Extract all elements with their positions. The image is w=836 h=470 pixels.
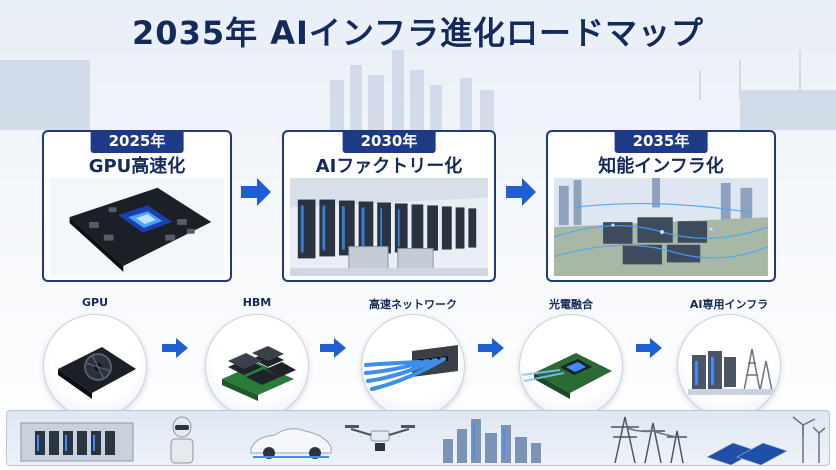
tech-label: GPU xyxy=(81,296,109,309)
stage-2025: 2025年 GPU高速化 xyxy=(42,130,232,282)
arrow-right-icon xyxy=(320,338,346,358)
tech-circle xyxy=(361,314,465,418)
tech-photonics: 光電融合 xyxy=(510,296,632,418)
car-icon xyxy=(250,428,332,459)
tech-circle xyxy=(519,314,623,418)
drone-icon xyxy=(345,425,415,451)
tech-ai-infra: AI専用インフラ xyxy=(668,296,790,418)
memory-stack-icon xyxy=(222,346,296,401)
stage-label: 知能インフラ化 xyxy=(598,156,724,177)
city-icon xyxy=(443,419,541,463)
arrow-right-icon xyxy=(506,178,536,206)
stage-2035: 2035年 知能インフラ化 xyxy=(546,130,776,282)
year-badge: 2030年 xyxy=(342,132,436,153)
network-switch-icon xyxy=(364,345,458,391)
gpu-card-icon xyxy=(58,347,136,399)
tech-label: 高速ネットワーク xyxy=(369,298,457,311)
tech-label: AI専用インフラ xyxy=(689,298,769,311)
tech-circle xyxy=(677,314,781,418)
tech-hbm: HBM xyxy=(196,296,318,418)
robot-icon xyxy=(170,416,194,464)
gpu-board-icon xyxy=(50,178,224,276)
page-title: 2035年 AIインフラ進化ロードマップ xyxy=(132,14,704,52)
stage-label: GPU高速化 xyxy=(88,156,186,177)
power-tower-icon xyxy=(611,416,687,464)
tech-label: HBM xyxy=(242,296,272,309)
ai-infrastructure-icon xyxy=(688,348,776,395)
datacenter-icon xyxy=(20,422,134,462)
background-skyline xyxy=(0,50,836,130)
arrow-right-icon xyxy=(636,338,662,358)
tech-label: 光電融合 xyxy=(549,298,593,311)
arrow-right-icon xyxy=(241,178,271,206)
smart-city-icon xyxy=(554,178,768,277)
tech-network: 高速ネットワーク xyxy=(352,296,474,418)
photonic-chip-icon xyxy=(521,353,612,399)
datacenter-racks-icon xyxy=(290,178,488,277)
tech-gpu: GPU xyxy=(34,296,156,418)
solar-wind-icon xyxy=(706,416,826,465)
arrow-right-icon xyxy=(162,338,188,358)
tech-circle xyxy=(43,314,147,418)
stage-2030: 2030年 AIファクトリー化 xyxy=(282,130,496,282)
arrow-right-icon xyxy=(478,338,504,358)
year-badge: 2035年 xyxy=(614,132,708,153)
stage-label: AIファクトリー化 xyxy=(315,156,463,177)
year-badge: 2025年 xyxy=(90,132,184,153)
bottom-illustration-strip xyxy=(6,410,830,466)
tech-circle xyxy=(205,314,309,418)
